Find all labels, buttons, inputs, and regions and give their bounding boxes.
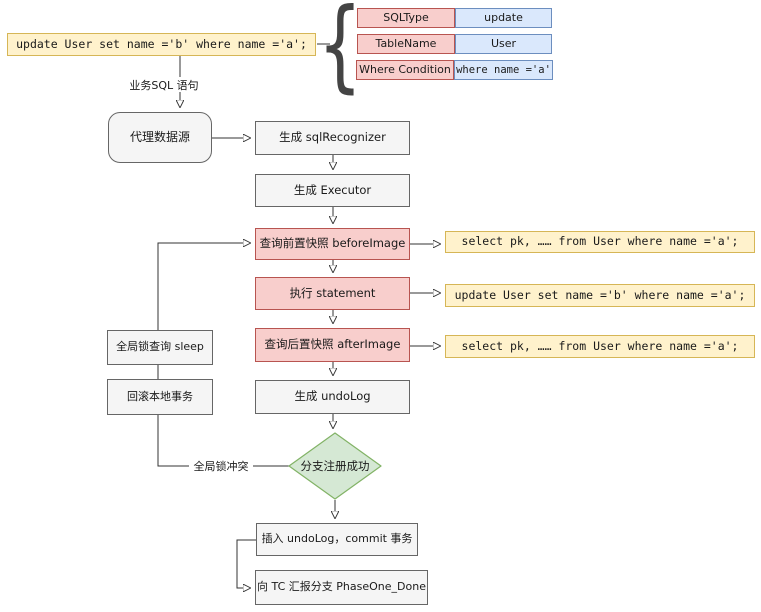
table-value-wherecondition: where name ='a' <box>454 60 553 80</box>
node-report-phaseone-done: 向 TC 汇报分支 PhaseOne_Done <box>255 570 428 605</box>
node-gen-executor: 生成 Executor <box>255 174 410 207</box>
edge-sleep-to-beforeimage <box>157 243 250 330</box>
node-global-lock-sleep: 全局锁查询 sleep <box>107 330 213 365</box>
node-insert-undolog-commit: 插入 undoLog，commit 事务 <box>256 523 418 556</box>
node-branch-register-success: 分支注册成功 <box>300 459 370 473</box>
left-brace-icon: { <box>317 0 363 103</box>
table-key-wherecondition: Where Condition <box>356 60 454 80</box>
node-rollback-local-tx: 回滚本地事务 <box>107 379 213 415</box>
node-query-beforeimage: 查询前置快照 beforeImage <box>255 228 410 260</box>
business-sql-arrow-label: 业务SQL 语句 <box>119 77 209 92</box>
table-value-tablename: User <box>455 34 552 54</box>
edge-commit-to-report <box>236 539 256 588</box>
sql-execute-update: update User set name ='b' where name ='a… <box>445 284 755 307</box>
node-proxy-datasource: 代理数据源 <box>108 112 212 163</box>
node-gen-undolog: 生成 undoLog <box>255 380 410 414</box>
sql-afterimage-select: select pk, …… from User where name ='a'; <box>445 335 755 358</box>
table-key-tablename: TableName <box>357 34 455 54</box>
decision-diamond-shape <box>288 432 382 500</box>
table-key-sqltype: SQLType <box>357 8 455 28</box>
table-value-sqltype: update <box>455 8 552 28</box>
node-query-afterimage: 查询后置快照 afterImage <box>255 328 410 362</box>
sql-beforeimage-select: select pk, …… from User where name ='a'; <box>445 231 755 253</box>
node-gen-sqlrecognizer: 生成 sqlRecognizer <box>255 121 410 155</box>
global-lock-conflict-label: 全局锁冲突 <box>189 458 253 473</box>
business-sql-box: update User set name ='b' where name ='a… <box>7 33 316 56</box>
node-execute-statement: 执行 statement <box>255 277 410 310</box>
